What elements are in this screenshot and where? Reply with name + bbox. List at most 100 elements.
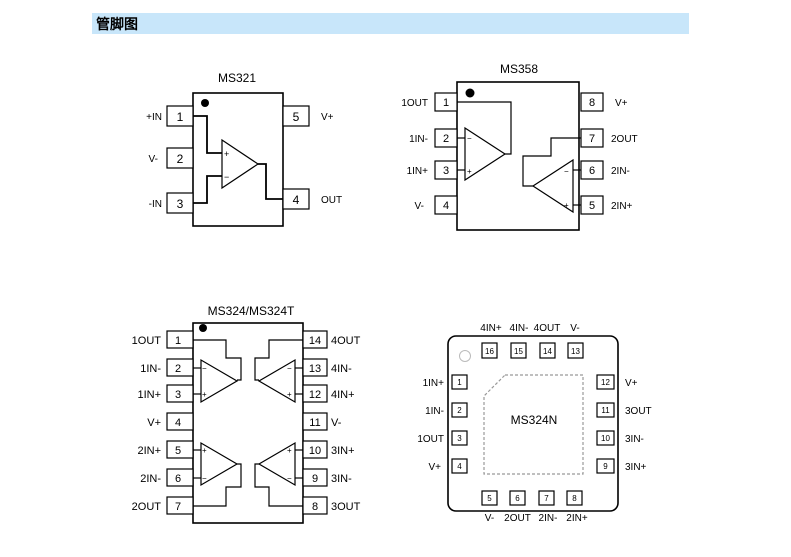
ms324-pin-13-num: 13 [309, 363, 321, 375]
ms324-op4-plus: + [287, 390, 292, 399]
section-title: 管脚图 [96, 17, 138, 33]
pin1-marker-dot [465, 88, 475, 98]
ms324-pin-5-num: 5 [175, 445, 181, 457]
pin1-marker-dot [201, 99, 209, 107]
ms324n-pin-13-label: V- [570, 323, 579, 334]
ms324n-pin-15 [510, 342, 527, 359]
ms358-pin-6-label: 2IN- [611, 166, 630, 177]
ms358-op1-plus: + [467, 167, 472, 176]
ms324n-pin-11 [596, 402, 615, 418]
ms324n-pin-16 [481, 342, 498, 359]
ms324-pin-11-num: 11 [309, 417, 320, 429]
ms324n-pin-16-num: 16 [485, 347, 494, 356]
ms321-pin-5-label: V+ [321, 112, 334, 123]
ms324n-pin-2-label: 1IN- [425, 406, 444, 417]
ms321-pin-3-num: 3 [177, 197, 184, 211]
ms324-pin-9-num: 9 [312, 473, 318, 485]
ms321-wire-in-minus [193, 175, 222, 204]
ms321-pin-2 [166, 147, 194, 169]
ms321-pin-5-num: 5 [293, 110, 300, 124]
ms324n-pin-2 [451, 402, 468, 418]
ms324-pin-3-label: 1IN+ [137, 389, 161, 401]
ms324-wire-4out [254, 339, 303, 381]
ms324-pin-14-num: 14 [309, 335, 321, 347]
ms321-pin-2-label: V- [149, 154, 158, 165]
ms324n-pin-14 [539, 342, 556, 359]
ms321-pin-1-label: +IN [146, 112, 162, 123]
ms324n-pin-8-num: 8 [572, 494, 577, 503]
ms321-pin-4-num: 4 [293, 193, 300, 207]
ms324n-pin-5-num: 5 [487, 494, 492, 503]
ms324-pin-6-label: 2IN- [140, 473, 161, 485]
ms324-opamp4-symbol [257, 358, 296, 404]
ms324-pin-12-num: 12 [309, 389, 321, 401]
ms324-pin-11 [302, 412, 328, 431]
ms324n-pin-10 [596, 430, 615, 446]
ms358-opamp2-symbol [531, 158, 574, 214]
ms358-pin-6-num: 6 [589, 165, 595, 177]
ms358-pin-4-num: 4 [443, 200, 449, 212]
ms321-wire-in-plus [193, 115, 222, 154]
ms324-pin-7-num: 7 [175, 501, 181, 513]
ms358-pin-1-num: 1 [443, 97, 449, 109]
ms324-pin-4-label: V+ [147, 417, 161, 429]
ms324-pin-12-label: 4IN+ [331, 389, 355, 401]
ms324-wire-3out [254, 463, 303, 507]
ms358-wire-2out [522, 137, 581, 187]
ms321-plus-sign: + [224, 149, 229, 159]
ms324-wire-2out [193, 463, 242, 507]
ms324n-pin-4-num: 4 [457, 462, 462, 471]
ms324n-pin-4-label: V+ [428, 462, 441, 473]
ms324n-pin-4 [451, 458, 468, 474]
ms324n-pin-9 [596, 458, 615, 474]
ms324n-pin-5 [481, 490, 498, 506]
ms358-pin-4 [434, 195, 458, 215]
ms358-pin-2-num: 2 [443, 133, 449, 145]
ms324n-pin-11-num: 11 [601, 406, 610, 415]
ms324n-pin-6 [509, 490, 526, 506]
ms324-pin-14-label: 4OUT [331, 335, 361, 347]
ms358-op2-minus: − [564, 167, 569, 176]
ms358-pin-3-label: 1IN+ [407, 166, 429, 177]
ms358-pin-5-label: 2IN+ [611, 201, 633, 212]
ms324n-pin-9-num: 9 [603, 462, 608, 471]
ms324n-pin-10-label: 3IN- [625, 434, 644, 445]
ms324-package: MS324/MS324T 1 1OUT 2 1IN- 3 1IN+ 4 V+ 5… [132, 304, 361, 524]
ms358-title: MS358 [500, 62, 538, 76]
ms324-pin-5-label: 2IN+ [137, 445, 161, 457]
ms324n-pin-3-label: 1OUT [417, 434, 444, 445]
ms324-pin-9-label: 3IN- [331, 473, 352, 485]
ms324-op3-plus: + [287, 446, 292, 455]
ms324n-pin-8 [566, 490, 583, 506]
ms324n-pin-13 [567, 342, 584, 359]
ms324n-pin-6-label: 2OUT [504, 513, 531, 524]
ms358-pin-8-label: V+ [615, 98, 628, 109]
ms324n-pin-15-label: 4IN- [510, 323, 529, 334]
ms324n-package: MS324N 1 1IN+ 2 1IN- 3 1OUT 4 V+ 5 V- 6 … [417, 323, 651, 524]
ms358-op1-minus: − [467, 134, 472, 143]
ms324-pin-2-label: 1IN- [140, 363, 161, 375]
ms324-op1-minus: − [202, 364, 207, 373]
ms324-pin-2-num: 2 [175, 363, 181, 375]
ms324n-pin-3 [451, 430, 468, 446]
ms324-pin-8-label: 3OUT [331, 501, 361, 513]
pin1-marker-dot [199, 324, 207, 332]
ms324n-exposed-pad [483, 374, 584, 475]
ms324n-pin-7 [538, 490, 555, 506]
ms324-title: MS324/MS324T [208, 304, 295, 318]
ms324-op2-plus: + [202, 446, 207, 455]
ms324n-pin-2-num: 2 [457, 406, 462, 415]
ms324-opamp1-symbol [200, 358, 239, 404]
ms358-pin-4-label: V- [415, 201, 424, 212]
ms324n-pin-7-label: 2IN- [539, 513, 558, 524]
ms324n-pin-1 [451, 374, 468, 390]
ms324-pin-6-num: 6 [175, 473, 181, 485]
ms324n-pin-16-label: 4IN+ [480, 323, 502, 334]
ms324n-pin-15-num: 15 [514, 347, 523, 356]
ms358-package: MS358 1 1OUT 2 1IN- 3 1IN+ 4 V- 8 V+ 7 2… [401, 62, 638, 231]
ms358-pin-8-num: 8 [589, 97, 595, 109]
section-header: 管脚图 [92, 13, 689, 34]
ms324-pin-11-label: V- [331, 417, 342, 429]
ms321-wire-out [258, 163, 283, 200]
